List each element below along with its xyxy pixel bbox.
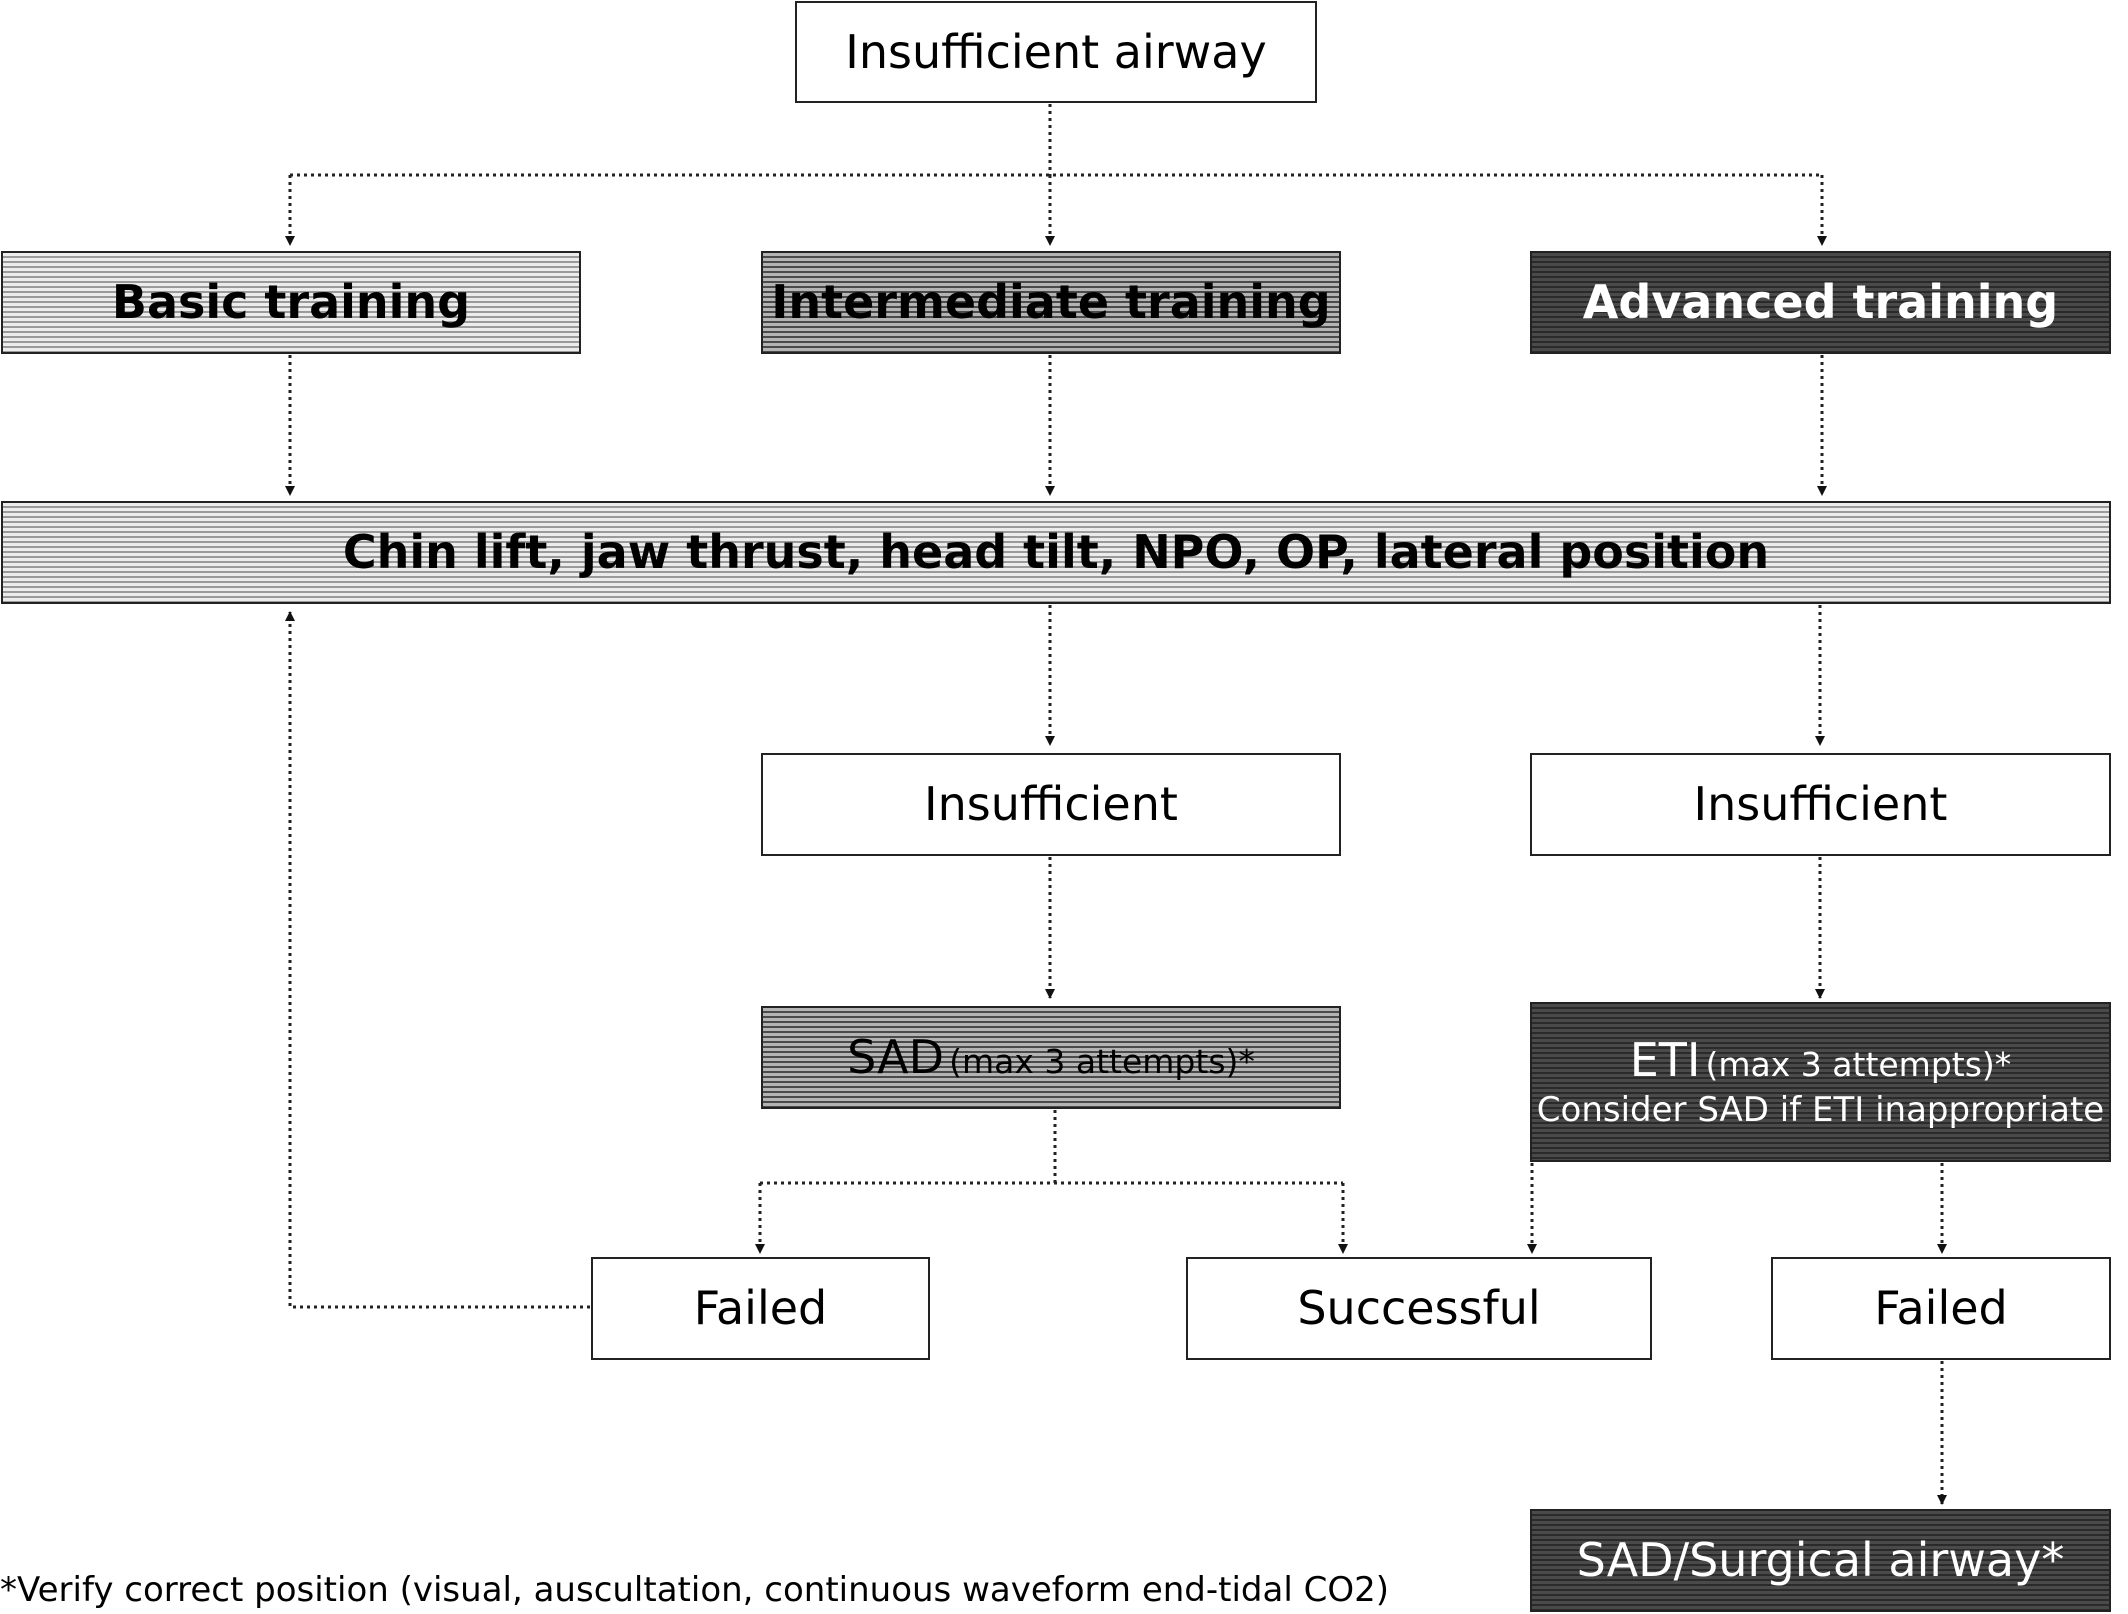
node-advanced-training: Advanced training bbox=[1530, 251, 2111, 354]
node-advanced-training-label: Advanced training bbox=[1582, 275, 2059, 330]
node-insufficient-airway-label: Insufficient airway bbox=[845, 24, 1267, 79]
node-failed-right-label: Failed bbox=[1874, 1281, 2008, 1336]
node-failed-right: Failed bbox=[1771, 1257, 2111, 1360]
edge-failed-loop-back bbox=[285, 611, 590, 1309]
node-failed-left: Failed bbox=[591, 1257, 930, 1360]
node-airway-maneuvers-label: Chin lift, jaw thrust, head tilt, NPO, O… bbox=[342, 525, 1770, 580]
node-successful: Successful bbox=[1186, 1257, 1652, 1360]
node-eti-sub: (max 3 attempts)* bbox=[1705, 1045, 2012, 1084]
node-sad-surgical-airway-label: SAD/Surgical airway* bbox=[1576, 1533, 2065, 1588]
node-sad: SAD (max 3 attempts)* bbox=[761, 1006, 1341, 1109]
node-basic-training-label: Basic training bbox=[111, 275, 471, 330]
node-insufficient-right-label: Insufficient bbox=[1693, 777, 1948, 832]
node-eti-line1: ETI (max 3 attempts)* bbox=[1630, 1034, 2012, 1087]
node-sad-line: SAD (max 3 attempts)* bbox=[847, 1031, 1255, 1084]
node-eti: ETI (max 3 attempts)* Consider SAD if ET… bbox=[1530, 1002, 2111, 1162]
node-airway-maneuvers: Chin lift, jaw thrust, head tilt, NPO, O… bbox=[1, 501, 2111, 604]
node-sad-main: SAD bbox=[847, 1030, 945, 1085]
footnote: *Verify correct position (visual, auscul… bbox=[0, 1570, 1390, 1610]
node-intermediate-training: Intermediate training bbox=[761, 251, 1341, 354]
node-successful-label: Successful bbox=[1297, 1281, 1541, 1336]
node-eti-line2: Consider SAD if ETI inappropriate bbox=[1536, 1089, 2105, 1130]
node-sad-sub: (max 3 attempts)* bbox=[949, 1042, 1255, 1082]
node-failed-left-label: Failed bbox=[693, 1281, 828, 1336]
node-eti-main: ETI bbox=[1629, 1033, 1701, 1087]
node-insufficient-airway: Insufficient airway bbox=[795, 1, 1317, 103]
node-sad-surgical-airway: SAD/Surgical airway* bbox=[1530, 1509, 2111, 1612]
node-insufficient-mid-label: Insufficient bbox=[924, 777, 1178, 832]
node-insufficient-mid: Insufficient bbox=[761, 753, 1341, 856]
node-basic-training: Basic training bbox=[1, 251, 581, 354]
node-intermediate-training-label: Intermediate training bbox=[771, 275, 1331, 330]
node-insufficient-right: Insufficient bbox=[1530, 753, 2111, 856]
